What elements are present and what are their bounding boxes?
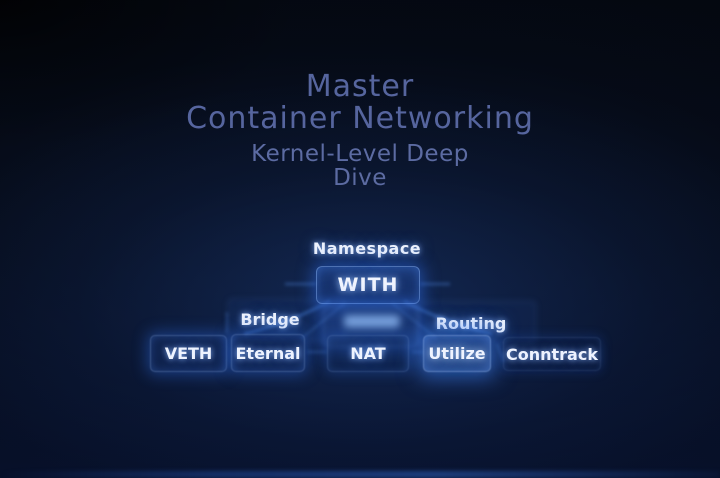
leaf-node-eternal: Eternal [231, 334, 305, 372]
leaf-label-eternal: Eternal [235, 343, 301, 363]
branch-label-bridge: Bridge [240, 310, 300, 329]
root-node-label: WITH [337, 274, 399, 296]
branch-label-routing: Routing [435, 314, 507, 333]
leaf-label-conntrack: Conntrack [506, 344, 598, 364]
leaf-node-conntrack: Conntrack [503, 337, 601, 371]
root-node-box: WITH [316, 266, 420, 304]
leaf-label-veth: VETH [164, 344, 213, 363]
bottom-edge-glow [0, 471, 720, 478]
leaf-box-veth [150, 335, 227, 372]
subtitle-block: Kernel-Level Deep Dive [0, 142, 720, 190]
leaf-label-nat: NAT [350, 344, 386, 363]
slide-title-line1: Master [305, 69, 415, 104]
leaf-node-nat: NAT [327, 335, 409, 372]
slide-subtitle-line1: Kernel-Level Deep [251, 141, 469, 167]
leaf-box-conntrack [503, 337, 601, 371]
center-node-glow-core [344, 315, 400, 328]
leaf-label-utilize: Utilize [428, 344, 486, 363]
leaf-node-utilize: Utilize [423, 335, 491, 372]
root-label: Namespace [312, 239, 422, 258]
slide-subtitle-line2: Dive [333, 165, 387, 191]
leaf-box-utilize [423, 335, 491, 372]
slide-title-line2: Container Networking [186, 101, 534, 136]
title-block: Master Container Networking [0, 71, 720, 135]
leaf-node-veth: VETH [150, 335, 227, 372]
leaf-box-nat [327, 335, 409, 372]
leaf-box-eternal [231, 334, 305, 372]
